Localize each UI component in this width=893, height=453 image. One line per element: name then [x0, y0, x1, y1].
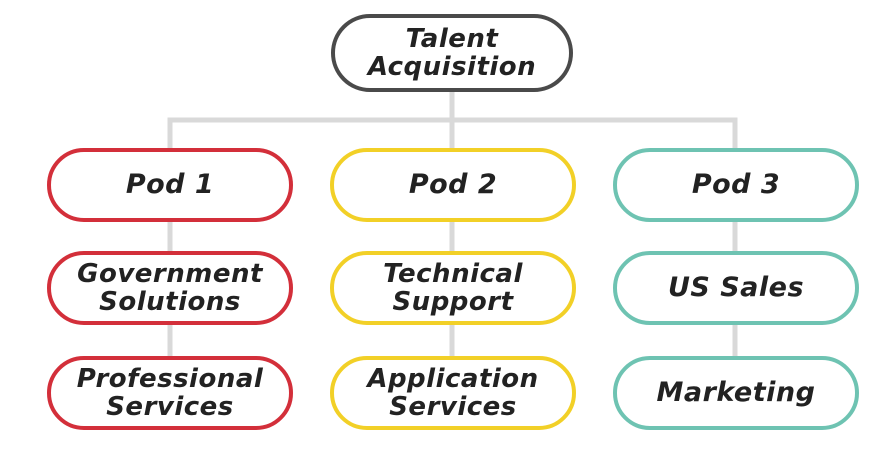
- node-pod-3: Pod 3: [613, 148, 859, 222]
- node-us-sales: US Sales: [613, 251, 859, 325]
- node-technical-support-label: Technical Support: [383, 259, 523, 317]
- node-pod-1: Pod 1: [47, 148, 293, 222]
- node-us-sales-label: US Sales: [667, 272, 805, 303]
- node-talent-acquisition-label: Talent Acquisition: [367, 24, 537, 82]
- node-marketing: Marketing: [613, 356, 859, 430]
- node-pod-1-label: Pod 1: [125, 169, 215, 200]
- node-application-services: Application Services: [330, 356, 576, 430]
- node-pod-3-label: Pod 3: [691, 169, 781, 200]
- node-government-solutions: Government Solutions: [47, 251, 293, 325]
- node-technical-support: Technical Support: [330, 251, 576, 325]
- node-application-services-label: Application Services: [367, 364, 539, 422]
- node-pod-2-label: Pod 2: [408, 169, 498, 200]
- node-professional-services: Professional Services: [47, 356, 293, 430]
- node-professional-services-label: Professional Services: [76, 364, 264, 422]
- node-government-solutions-label: Government Solutions: [77, 259, 263, 317]
- node-marketing-label: Marketing: [656, 377, 816, 408]
- node-talent-acquisition: Talent Acquisition: [331, 14, 573, 92]
- node-pod-2: Pod 2: [330, 148, 576, 222]
